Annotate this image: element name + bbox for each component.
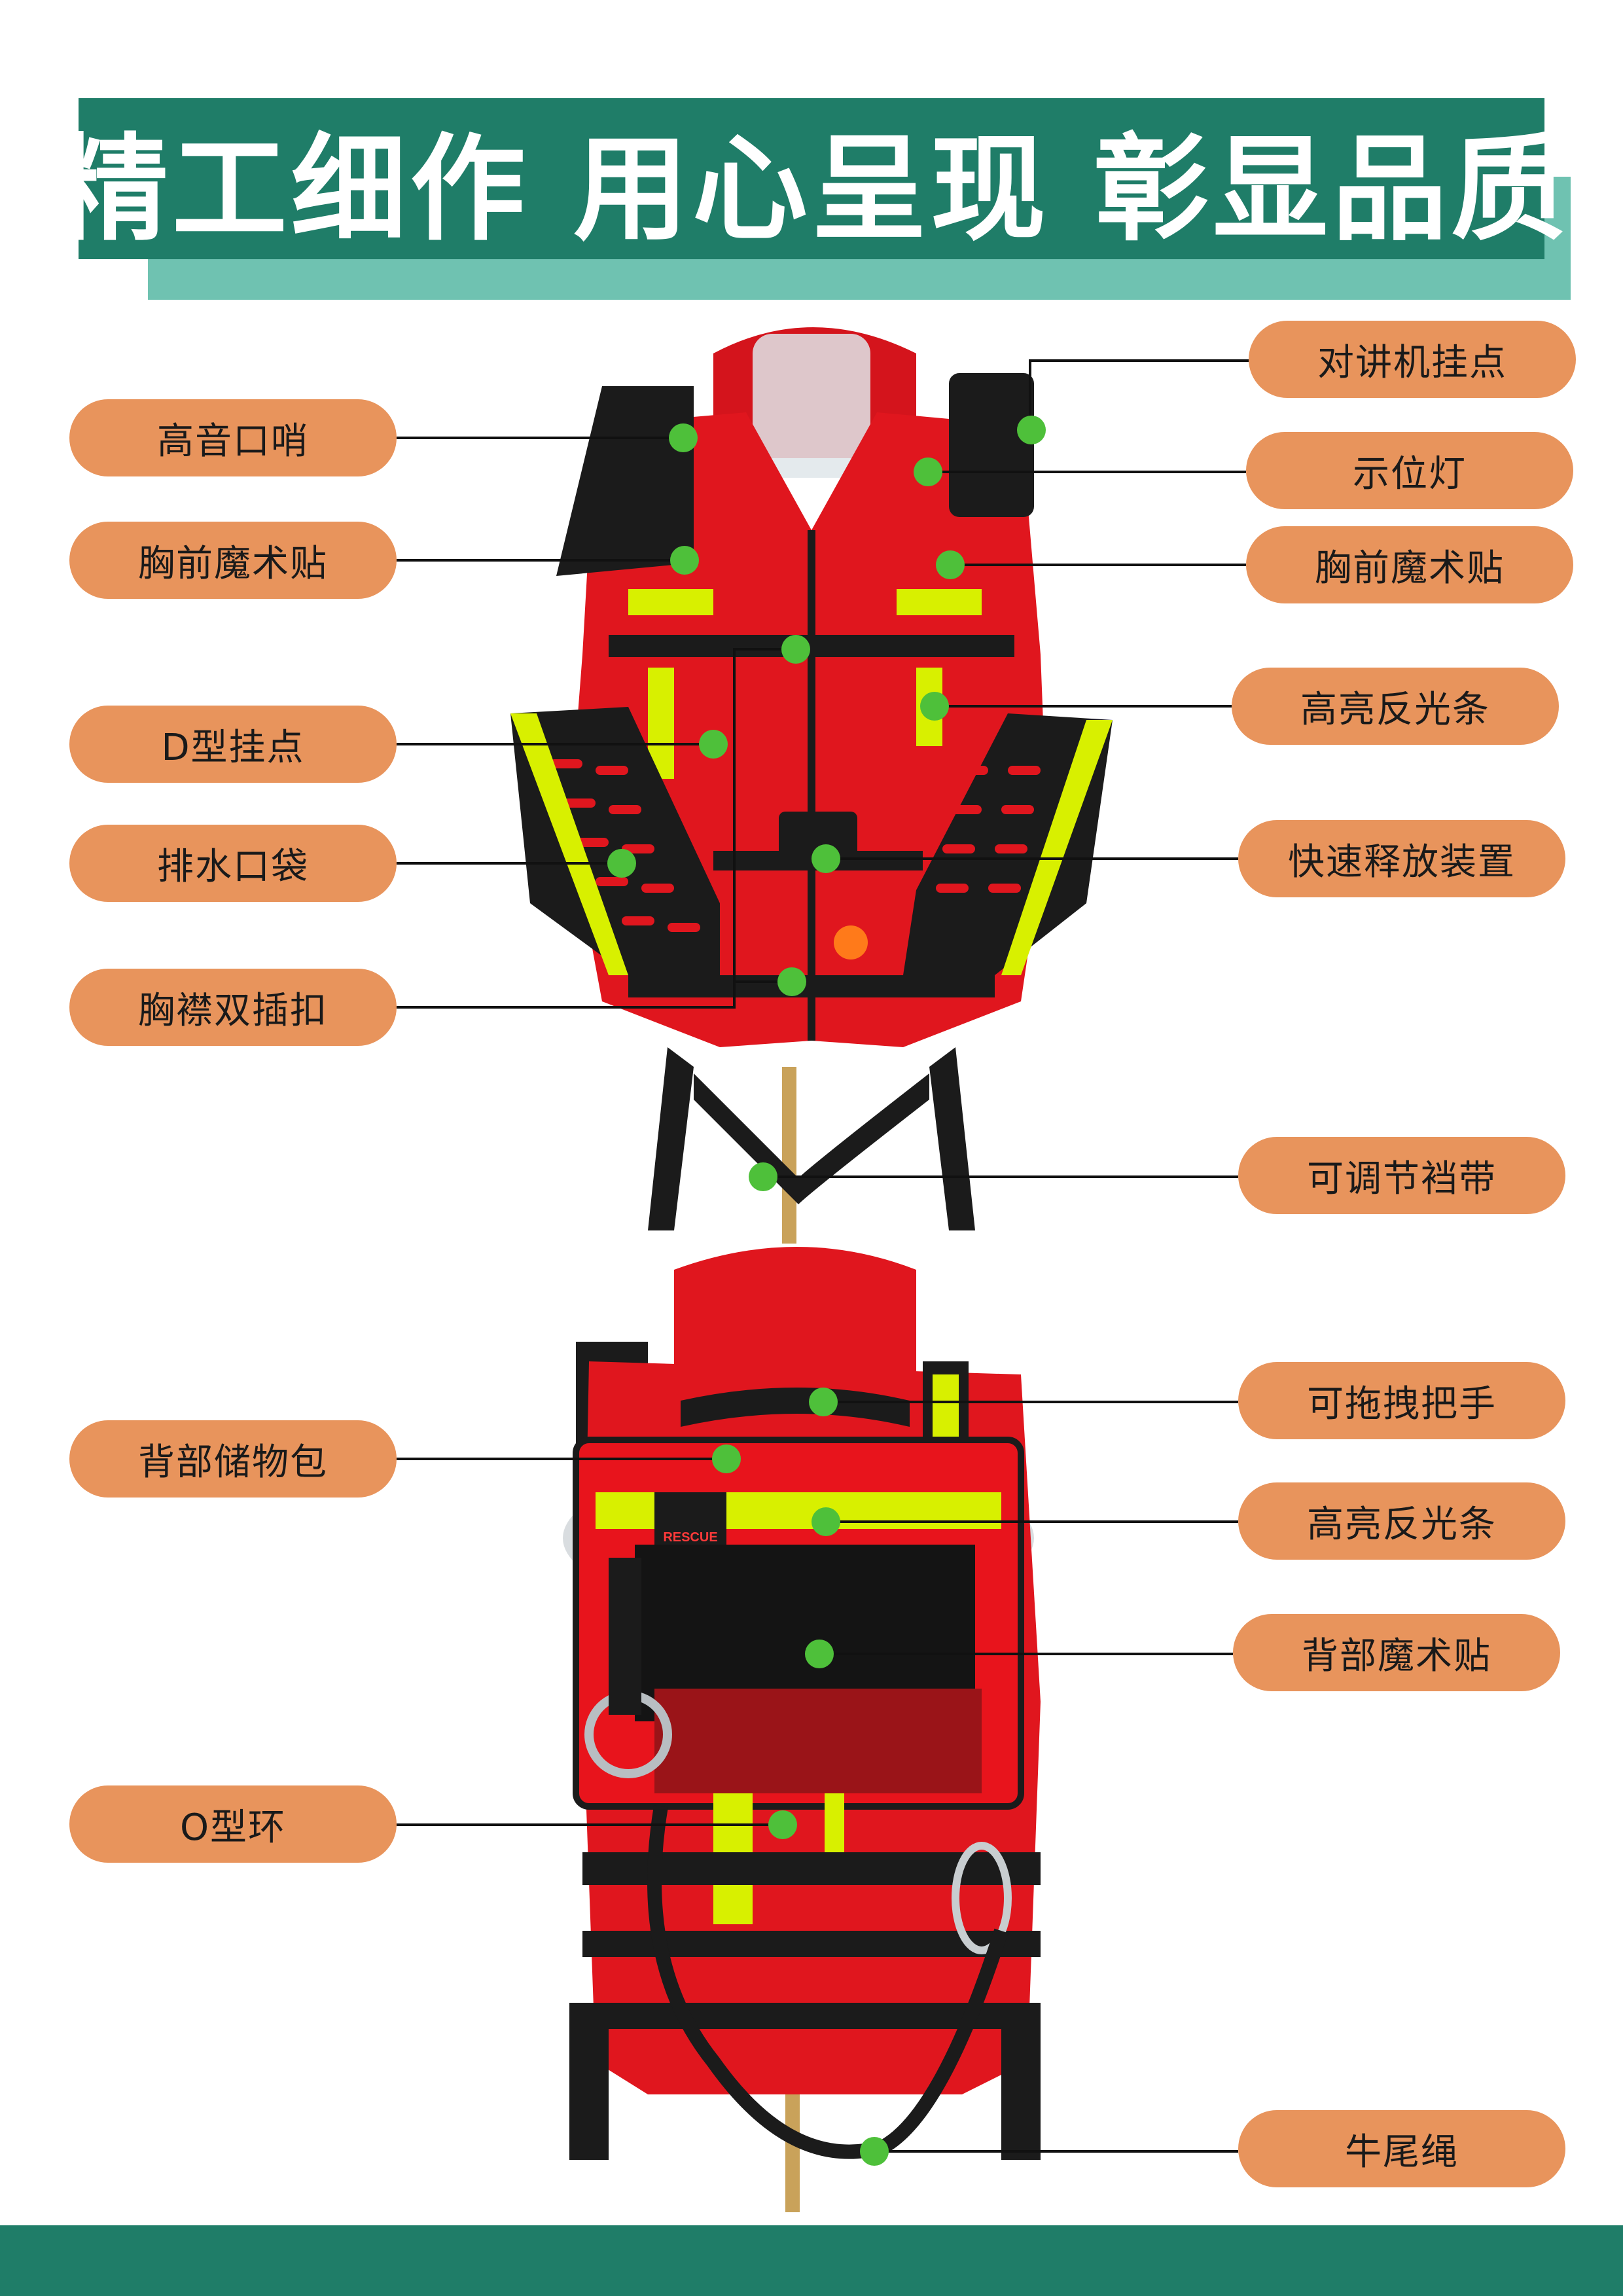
label-quick-release: 快速释放装置 <box>1238 820 1565 897</box>
banner-title: 精工细作 用心呈现 彰显品质 <box>52 122 1571 257</box>
leader-line <box>397 437 683 439</box>
front-vest-image <box>510 327 1113 1244</box>
label-double-buckle: 胸襟双插扣 <box>69 969 397 1046</box>
hotspot-o-ring[interactable] <box>768 1810 797 1839</box>
leader-line <box>826 1520 1238 1523</box>
hotspot-double-buckle-top[interactable] <box>781 635 810 664</box>
leader-line <box>819 1653 1233 1655</box>
leader-line <box>763 1175 1238 1178</box>
label-reflective-strip-front: 高亮反光条 <box>1232 668 1559 745</box>
leader-line <box>397 559 685 562</box>
label-back-storage-bag: 背部储物包 <box>69 1420 397 1498</box>
hotspot-reflective-strip-back[interactable] <box>812 1507 840 1536</box>
leader-line <box>935 705 1232 708</box>
label-radio-mount: 对讲机挂点 <box>1249 321 1576 398</box>
leader-line <box>733 980 792 983</box>
label-chest-velcro-left: 胸前魔术贴 <box>69 522 397 599</box>
hotspot-back-velcro[interactable] <box>805 1640 834 1668</box>
leader-line <box>397 1823 783 1826</box>
rescue-patch-text: RESCUE <box>663 1530 717 1545</box>
leader-line <box>733 648 796 651</box>
label-chest-velcro-right: 胸前魔术贴 <box>1246 526 1573 603</box>
label-tail-rope: 牛尾绳 <box>1238 2110 1565 2187</box>
label-o-ring: O型环 <box>69 1785 397 1863</box>
leader-line <box>823 1401 1238 1403</box>
leader-line <box>397 862 622 865</box>
leader-line <box>1029 359 1249 362</box>
leader-line <box>826 857 1238 860</box>
label-crotch-strap: 可调节裆带 <box>1238 1137 1565 1214</box>
leader-line <box>928 471 1246 473</box>
hotspot-whistle[interactable] <box>669 423 698 452</box>
label-whistle: 高音口哨 <box>69 399 397 476</box>
hotspot-double-buckle-bottom[interactable] <box>777 967 806 996</box>
hotspot-back-storage-bag[interactable] <box>712 1444 741 1473</box>
hotspot-drainage-pocket[interactable] <box>607 849 636 878</box>
title-banner: 精工细作 用心呈现 彰显品质 <box>53 98 1566 259</box>
hotspot-drag-handle[interactable] <box>809 1388 838 1416</box>
leader-line <box>397 1006 736 1009</box>
leader-line <box>874 2150 1238 2153</box>
leader-line <box>397 743 713 745</box>
hotspot-tail-rope[interactable] <box>860 2137 889 2166</box>
leader-bracket <box>1029 359 1031 430</box>
hotspot-radio-mount[interactable] <box>1017 416 1046 444</box>
label-d-ring: D型挂点 <box>69 706 397 783</box>
label-position-light: 示位灯 <box>1246 432 1573 509</box>
label-drainage-pocket: 排水口袋 <box>69 825 397 902</box>
leader-line <box>950 564 1246 566</box>
label-drag-handle: 可拖拽把手 <box>1238 1362 1565 1439</box>
leader-line <box>397 1458 726 1460</box>
hotspot-quick-release[interactable] <box>812 844 840 873</box>
hotspot-crotch-strap[interactable] <box>749 1162 777 1191</box>
hotspot-reflective-strip-front[interactable] <box>920 692 949 721</box>
hotspot-chest-velcro-left[interactable] <box>670 546 699 575</box>
hotspot-chest-velcro-right[interactable] <box>936 550 965 579</box>
label-reflective-strip-back: 高亮反光条 <box>1238 1482 1565 1560</box>
leader-bracket <box>733 648 736 1008</box>
label-back-velcro: 背部魔术贴 <box>1233 1614 1560 1691</box>
hotspot-d-ring[interactable] <box>699 730 728 759</box>
footer-bar <box>0 2225 1623 2296</box>
hotspot-position-light[interactable] <box>914 457 942 486</box>
back-vest-image: RESCUE <box>563 1247 1041 2212</box>
